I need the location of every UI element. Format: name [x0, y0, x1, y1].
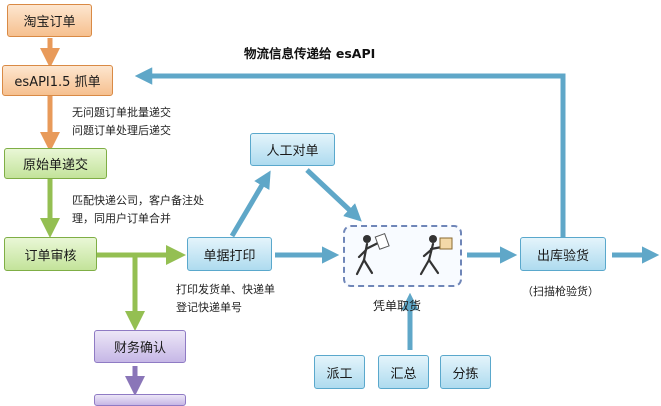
note-print-line-2: 登记快递单号	[176, 301, 242, 314]
arrow-outbound-to-esapi	[134, 67, 566, 238]
note-submit-line-2: 问题订单处理后递交	[72, 124, 171, 137]
arrow-print-to-manual	[229, 170, 271, 238]
node-next-step	[94, 394, 186, 406]
node-order-audit: 订单审核	[4, 237, 97, 271]
node-dispatch: 派工	[314, 355, 365, 389]
node-outbound-check: 出库验货	[520, 237, 606, 271]
node-finance-confirm: 财务确认	[94, 330, 186, 363]
node-taobao-order: 淘宝订单	[7, 4, 92, 37]
node-original-submit: 原始单递交	[4, 148, 107, 179]
figure-carrying-paper-icon	[355, 233, 390, 276]
node-sorting: 分拣	[440, 355, 491, 389]
node-esapi-fetch: esAPI1.5 抓单	[2, 65, 113, 96]
node-summary: 汇总	[378, 355, 429, 389]
note-match-line-1: 匹配快递公司，客户备注处	[72, 194, 204, 207]
node-manual-check: 人工对单	[250, 133, 335, 166]
arrow-manual-to-pickup	[305, 168, 362, 222]
note-print-line-1: 打印发货单、快递单	[176, 283, 275, 296]
note-match-line-2: 理，同用户订单合并	[72, 212, 171, 225]
note-submit: 无问题订单批量递交 问题订单处理后递交	[72, 104, 171, 140]
label-pickup-by-doc: 凭单取货	[373, 299, 422, 313]
pickup-illustration	[343, 225, 462, 287]
note-print: 打印发货单、快递单 登记快递单号	[176, 281, 275, 317]
diagram-title: 物流信息传递给 esAPI	[244, 46, 376, 61]
node-doc-print: 单据打印	[187, 237, 272, 271]
label-scanner-check: （扫描枪验货）	[522, 285, 599, 298]
note-match: 匹配快递公司，客户备注处 理，同用户订单合并	[72, 192, 204, 228]
figure-carrying-box-icon	[419, 235, 453, 276]
note-submit-line-1: 无问题订单批量递交	[72, 106, 171, 119]
